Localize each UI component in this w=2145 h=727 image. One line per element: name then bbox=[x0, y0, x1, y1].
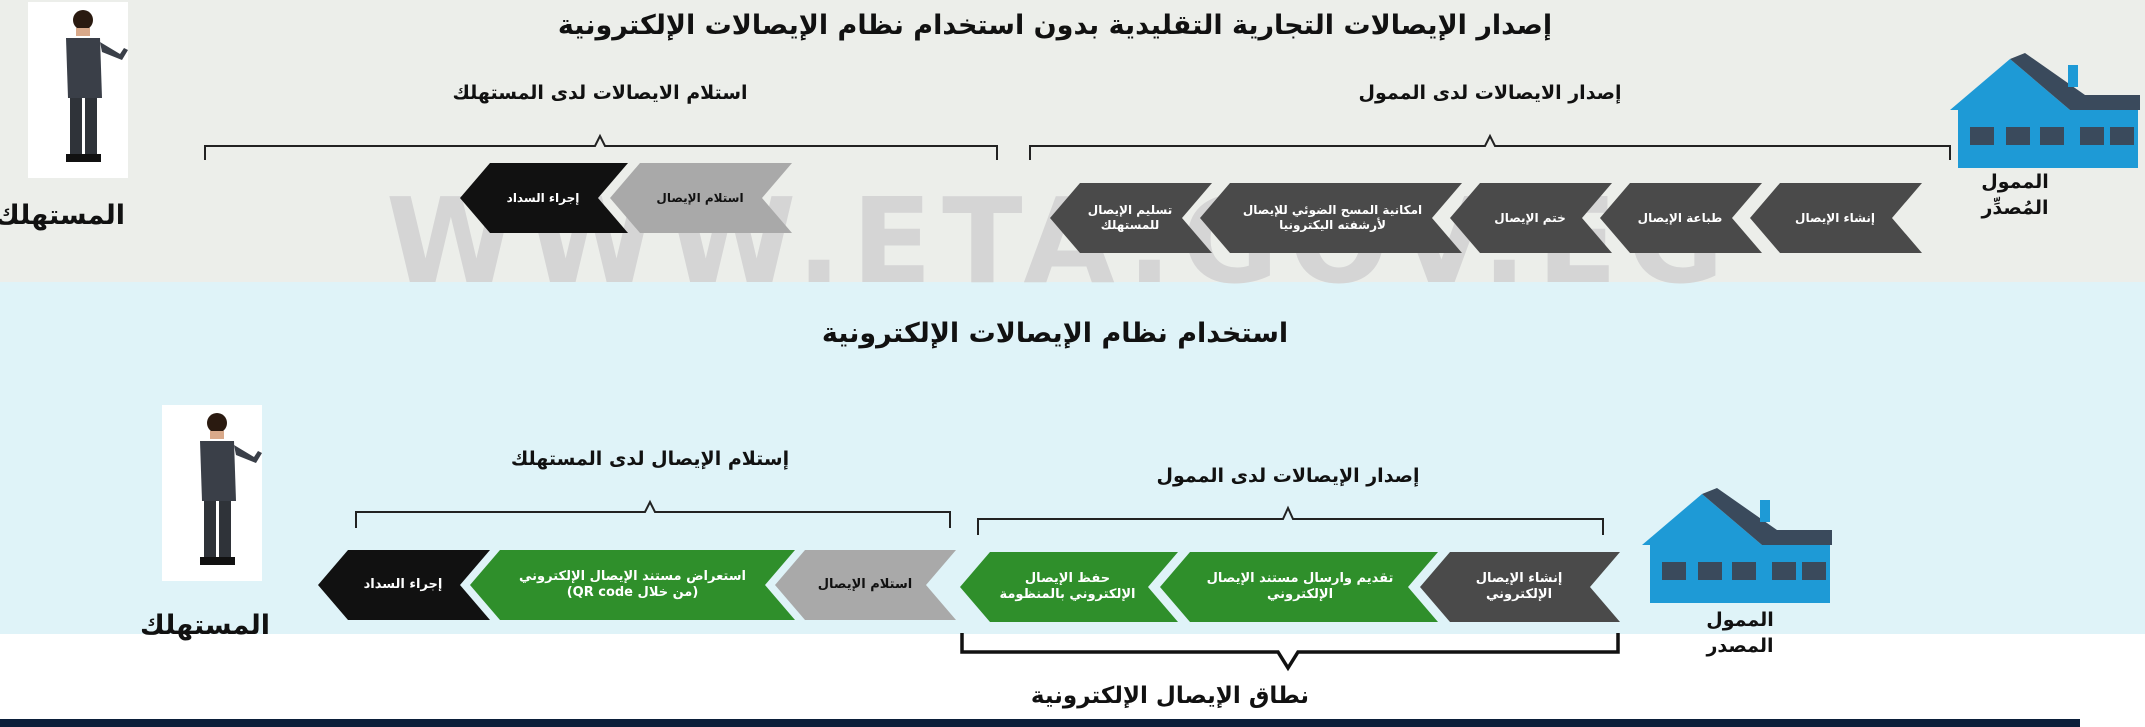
person-icon bbox=[28, 2, 128, 178]
top-step-4-chevron bbox=[1200, 183, 1462, 253]
top-step-7-chevron bbox=[460, 163, 628, 233]
top-issuer-group-label: إصدار الايصالات لدى الممول bbox=[1358, 82, 1622, 104]
top-title: إصدار الإيصالات التجارية التقليدية بدون … bbox=[557, 10, 1553, 41]
house-icon bbox=[1642, 488, 1832, 603]
bottom-consumer-label: المستهلك bbox=[140, 610, 270, 641]
top-consumer-bracket bbox=[204, 133, 998, 160]
top-step-6: استلام الإيصال bbox=[656, 190, 744, 205]
top-consumer-label: المستهلك bbox=[0, 200, 125, 231]
top-consumer-group-label: استلام الايصالات لدى المستهلك bbox=[452, 82, 748, 104]
bottom-consumer-bracket bbox=[355, 499, 951, 528]
scope-bracket bbox=[960, 633, 1620, 672]
top-step-7: إجراء السداد bbox=[506, 190, 580, 205]
bottom-step-4-chevron bbox=[775, 550, 956, 620]
bottom-step-1: إنشاء الإيصال الإلكتروني bbox=[1475, 570, 1563, 602]
top-step-6-chevron bbox=[610, 163, 792, 233]
person-icon bbox=[162, 405, 262, 581]
top-issuer-label: الممول المُصدِّر bbox=[1981, 171, 2049, 219]
top-step-3: ختم الإيصال bbox=[1494, 210, 1566, 225]
top-step-2: طباعة الإيصال bbox=[1637, 210, 1723, 225]
top-step-4: امكانية المسح الضوئي للإيصال لأرشفته الي… bbox=[1242, 203, 1423, 232]
bottom-step-4: استلام الإيصال bbox=[817, 576, 913, 592]
bottom-step-3-chevron bbox=[960, 552, 1178, 622]
top-step-5: تسليم الإيصال للمستهلك bbox=[1087, 203, 1173, 232]
top-step-2-chevron bbox=[1600, 183, 1762, 253]
bottom-step-6: إجراء السداد bbox=[363, 576, 443, 592]
top-step-5-chevron bbox=[1050, 183, 1212, 253]
top-issuer-bracket bbox=[1029, 133, 1951, 160]
top-step-1: إنشاء الإيصال bbox=[1795, 210, 1875, 225]
footer-background bbox=[0, 634, 2145, 727]
bottom-step-3: حفظ الإيصال الإلكتروني بالمنظومة bbox=[999, 570, 1136, 602]
top-step-3-chevron bbox=[1450, 183, 1612, 253]
bottom-step-6-chevron bbox=[318, 550, 490, 620]
bottom-title: استخدام نظام الإيصالات الإلكترونية bbox=[821, 318, 1289, 349]
bottom-divider bbox=[0, 719, 2080, 727]
bottom-issuer-bracket bbox=[977, 505, 1604, 535]
bottom-step-2: تقديم وارسال مستند الإيصال الإلكتروني bbox=[1206, 570, 1394, 602]
bottom-step-5-chevron bbox=[470, 550, 795, 620]
bottom-issuer-group-label: إصدار الإيصالات لدى الممول bbox=[1156, 465, 1420, 487]
bottom-issuer-label: الممول المصدر bbox=[1706, 609, 1774, 657]
bottom-step-5: استعراض مستند الإيصال الإلكتروني (من خلا… bbox=[519, 568, 746, 600]
house-icon bbox=[1950, 53, 2140, 168]
scope-label: نطاق الإيصال الإلكترونية bbox=[1030, 683, 1310, 709]
bottom-step-2-chevron bbox=[1160, 552, 1438, 622]
bottom-consumer-group-label: إستلام الإيصال لدى المستهلك bbox=[510, 448, 790, 470]
bottom-step-1-chevron bbox=[1420, 552, 1620, 622]
top-step-1-chevron bbox=[1750, 183, 1922, 253]
